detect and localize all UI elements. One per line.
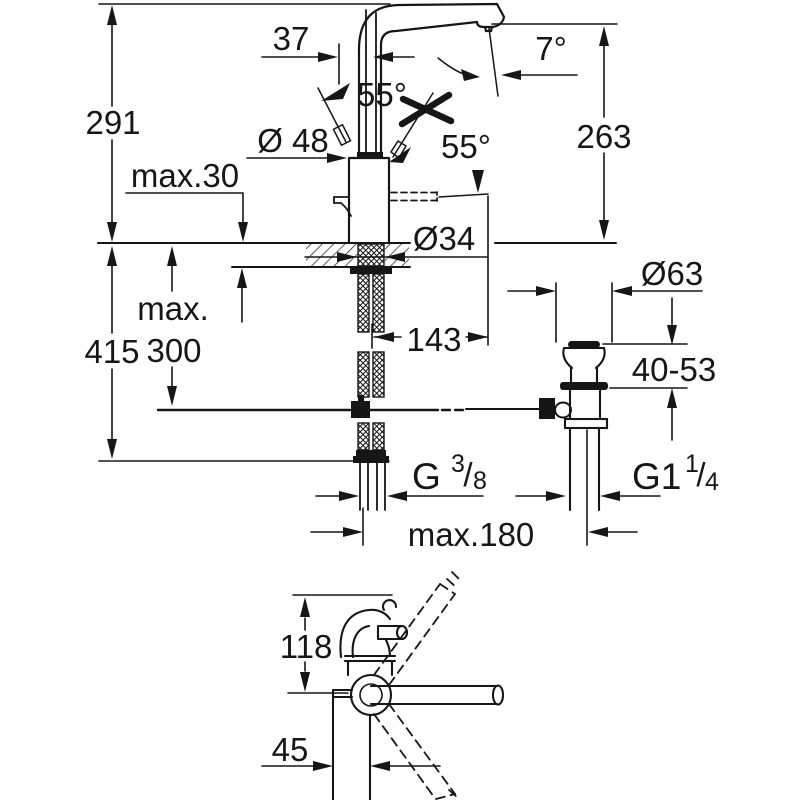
dimension-lines — [98, 3, 703, 546]
supply-thread-label: G 3 / 8 — [412, 450, 487, 497]
side-view-linework — [97, 2, 703, 546]
dim-overall-height: 291 — [85, 104, 140, 141]
dim-hose-depth-prefix: max. — [137, 290, 209, 327]
spout-swivel-range — [373, 571, 460, 800]
top-view-linework — [261, 571, 505, 800]
top-view-faucet — [331, 599, 505, 800]
supply-thread-base: G — [412, 456, 441, 497]
dim-deck-thickness: max.30 — [131, 157, 239, 194]
dim-spout-reach: 143 — [406, 321, 461, 358]
supply-thread-numerator: 3 — [451, 450, 465, 478]
dim-lever-angle: 55° — [357, 76, 407, 113]
top-view-dimension-lines — [261, 594, 441, 767]
drain-thread-slash: / — [696, 456, 706, 493]
dim-spout-tilt: 7° — [535, 30, 567, 67]
lever-positions — [317, 27, 499, 202]
dim-spout-offset: 37 — [273, 20, 310, 57]
dim-topview-height: 118 — [280, 628, 333, 665]
dim-body-diameter: Ø 48 — [257, 122, 329, 159]
drain-thread-base: G1 — [632, 456, 681, 497]
pop-up-rod — [156, 395, 572, 419]
dim-install-depth: 415 — [84, 333, 139, 370]
faucet-body — [333, 2, 506, 245]
dim-outlet-height: 263 — [576, 118, 631, 155]
supply-thread-denominator: 8 — [473, 467, 487, 495]
supply-hoses — [350, 243, 392, 511]
dim-drain-clamp-range: 40-53 — [632, 351, 716, 388]
dim-lever-swing-angle: 55° — [441, 128, 491, 165]
drain-thread-label: G1 1 / 4 — [632, 450, 719, 497]
dimension-arrowheads — [107, 5, 677, 771]
dim-rod-distance: max.180 — [408, 516, 535, 553]
drain-thread-numerator: 1 — [685, 450, 699, 478]
drain-thread-denominator: 4 — [705, 468, 719, 496]
drain-assembly — [560, 341, 609, 512]
dim-drain-flange-diameter: Ø63 — [641, 255, 703, 292]
dim-hose-depth-value: 300 — [146, 332, 201, 369]
dim-body-width: 45 — [272, 731, 309, 768]
supply-thread-slash: / — [463, 456, 473, 493]
dim-hole-diameter: Ø34 — [413, 220, 475, 257]
